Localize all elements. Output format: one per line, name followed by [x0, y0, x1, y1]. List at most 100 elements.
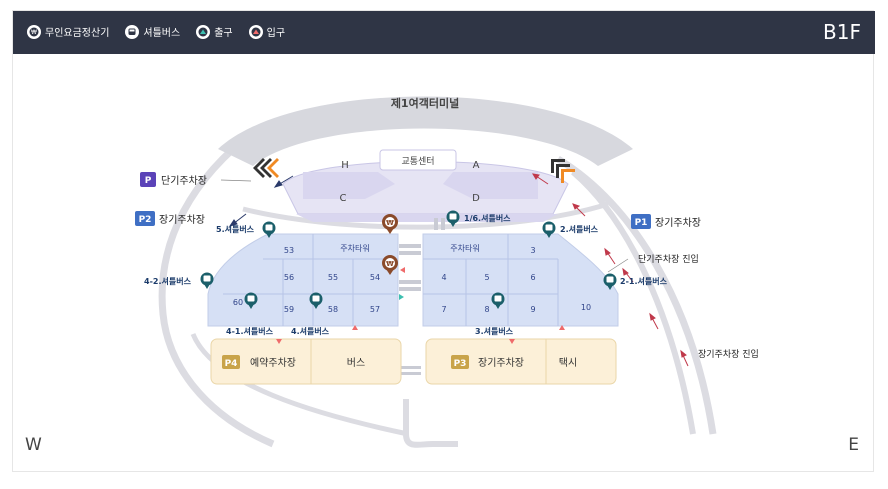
tower-right-label: 주차타워 — [450, 244, 479, 253]
legend-item-payment: ₩ 무인요금정산기 — [27, 24, 109, 39]
p2-badge-box — [135, 211, 155, 226]
shuttle-stop-2: 2.셔틀버스 — [542, 221, 599, 238]
shuttle-bus-icon — [446, 210, 460, 227]
transport-center-label-box — [379, 149, 457, 171]
road-outer-right — [556, 155, 717, 435]
section-3: 3 — [530, 246, 535, 255]
svg-text:₩: ₩ — [386, 219, 394, 227]
walkway-connectors — [399, 218, 445, 375]
entrance-marker-5 — [400, 267, 405, 273]
zone-h-block — [303, 172, 395, 199]
p4-badge: P4 — [225, 359, 238, 369]
right-grid — [423, 234, 559, 326]
short-term-entry-label: 단기주차장 진입 — [638, 253, 699, 265]
traffic-arrows — [532, 173, 689, 367]
section-53: 53 — [284, 246, 294, 255]
p3-badge-box — [451, 355, 469, 369]
ramp-chevron-right-icon — [551, 159, 575, 183]
p3-badge: P3 — [454, 359, 467, 369]
legend-label-payment: 무인요금정산기 — [45, 28, 110, 39]
exit-marker-1 — [399, 294, 404, 300]
shuttle-label-1-6: 1/6.셔틀버스 — [464, 213, 511, 223]
zone-h: H — [341, 160, 349, 171]
short-term-badge-box — [140, 172, 156, 187]
payment-machine-icon: ₩ — [382, 255, 398, 275]
section-6: 6 — [530, 273, 535, 282]
compass-west: W — [25, 435, 42, 455]
long-term-entry-label: 장기주차장 진입 — [698, 348, 759, 360]
short-term-label: 단기주차장 — [161, 175, 207, 187]
transport-center-name: 교통센터 — [401, 156, 434, 167]
shuttle-bus-icon — [309, 292, 323, 309]
section-10: 10 — [581, 303, 591, 312]
exit-arrows — [228, 175, 294, 227]
p3-lot — [425, 338, 617, 385]
shuttle-label-5: 5.셔틀버스 — [216, 224, 255, 234]
p4-lot — [210, 338, 402, 385]
zone-d: D — [472, 193, 480, 204]
section-5: 5 — [484, 273, 489, 282]
shuttle-bus-icon — [244, 292, 258, 309]
section-8: 8 — [484, 305, 489, 314]
p2-label: 장기주차장 — [159, 214, 205, 226]
road-center-down — [403, 399, 458, 448]
shuttle-stop-3: 3.셔틀버스 — [475, 292, 514, 336]
payment-machine-icon: ₩ — [382, 214, 398, 234]
right-parking-block — [422, 233, 619, 327]
entrance-marker-4 — [559, 325, 565, 330]
shuttle-label-4-1: 4-1.셔틀버스 — [226, 326, 274, 336]
legend-label-entrance: 입구 — [266, 28, 286, 39]
zone-a-block — [443, 172, 538, 199]
shuttle-stop-5: 5.셔틀버스 — [216, 221, 276, 238]
terminal-name: 제1여객터미널 — [391, 96, 459, 110]
entrance-marker-3 — [509, 339, 515, 344]
taxi-label: 택시 — [559, 357, 577, 369]
section-59: 59 — [284, 305, 294, 314]
exit-icon — [196, 24, 211, 39]
parking-map: 제1여객터미널 교통센터 H A C D 주차타워 53 56 55 54 60… — [135, 96, 759, 448]
shuttle-stop-4: 4.셔틀버스 — [291, 292, 330, 336]
shuttle-stop-4-1: 4-1.셔틀버스 — [226, 292, 274, 336]
shuttle-bus-icon — [491, 292, 505, 309]
header-bar: ₩ 무인요금정산기 셔틀버스 출구 입구 B1F — [13, 11, 875, 54]
legend-label-exit: 출구 — [214, 28, 233, 39]
legend-item-exit: 출구 — [196, 24, 233, 39]
map-frame: ₩ 무인요금정산기 셔틀버스 출구 입구 B1F 제 — [12, 10, 875, 472]
road-upper — [242, 201, 609, 230]
transport-center-lower — [296, 214, 558, 222]
section-56: 56 — [284, 273, 294, 282]
shuttle-bus-icon — [262, 221, 276, 238]
svg-text:₩: ₩ — [386, 260, 394, 268]
legend-item-entrance: 입구 — [248, 24, 286, 39]
p3-label: 장기주차장 — [478, 357, 524, 369]
floor-indicator: B1F — [823, 20, 861, 44]
payment-machine-icon: ₩ — [27, 24, 41, 39]
section-4: 4 — [441, 273, 446, 282]
section-57: 57 — [370, 305, 380, 314]
p4-label: 예약주차장 — [250, 357, 296, 369]
road-outer-right-2 — [571, 169, 696, 435]
shuttle-label-4-2: 4-2.셔틀버스 — [144, 276, 192, 286]
p1-badge: P1 — [635, 218, 648, 228]
ramp-chevron-left-icon — [253, 158, 279, 178]
short-term-badge: P — [145, 176, 152, 186]
shuttle-label-2-1: 2-1.셔틀버스 — [620, 276, 668, 286]
shuttle-label-2: 2.셔틀버스 — [560, 224, 599, 234]
p2-badge: P2 — [139, 215, 152, 225]
compass-east: E — [848, 435, 859, 455]
bus-label: 버스 — [347, 357, 365, 369]
shuttle-stop-4-2: 4-2.셔틀버스 — [144, 272, 214, 289]
section-60: 60 — [233, 298, 243, 307]
legend: ₩ 무인요금정산기 셔틀버스 출구 입구 — [27, 24, 295, 39]
shuttle-bus-icon — [542, 221, 556, 238]
terminal-building — [218, 96, 633, 166]
entrance-marker-2 — [352, 325, 358, 330]
road-outer-left — [158, 146, 275, 448]
shuttle-stop-2-1: 2-1.셔틀버스 — [603, 273, 668, 290]
legend-item-shuttle: 셔틀버스 — [125, 24, 180, 39]
shuttle-bus-icon — [603, 273, 617, 290]
zone-a: A — [473, 160, 480, 171]
tower-left-label: 주차타워 — [340, 244, 369, 253]
section-55: 55 — [328, 273, 338, 282]
p4-badge-box — [222, 355, 240, 369]
